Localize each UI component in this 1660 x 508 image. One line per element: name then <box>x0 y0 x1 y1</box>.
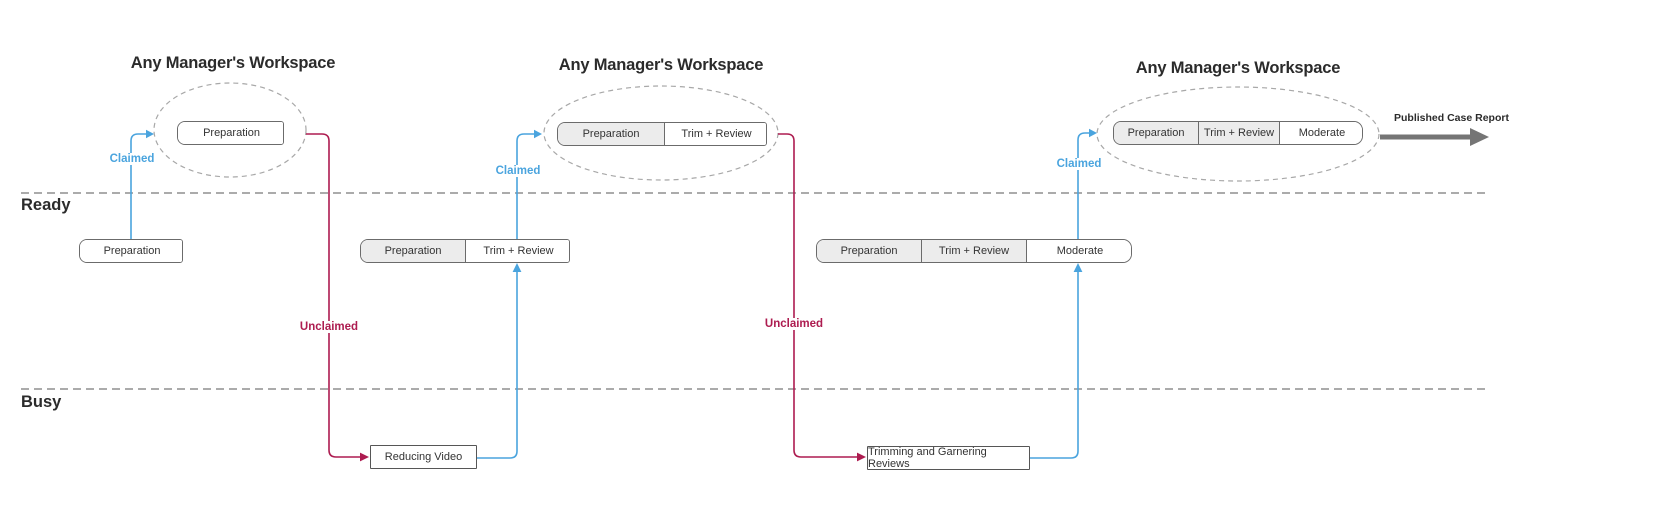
claimed-arrow-2 <box>516 129 542 239</box>
published-label: Published Case Report <box>1394 112 1509 124</box>
stage-moderate: Moderate <box>1026 240 1131 262</box>
workspace-3-stages: Preparation Trim + Review Moderate <box>1113 121 1363 145</box>
workspace-1-stages: Preparation <box>177 121 284 145</box>
workspace-1-ellipse <box>153 82 307 178</box>
stage-preparation: Preparation <box>1114 122 1198 144</box>
claimed-arrow-1 <box>130 129 154 239</box>
workspace-2-stages: Preparation Trim + Review <box>557 122 767 146</box>
task1-return-arrow <box>477 263 522 459</box>
stage-trim-review: Trim + Review <box>465 240 569 262</box>
stage-preparation: Preparation <box>361 240 465 262</box>
claimed-arrow-3 <box>1077 128 1097 239</box>
claimed-label-1: Claimed <box>106 153 158 165</box>
unclaimed-arrow-2 <box>778 133 866 462</box>
ready-case-2-stages: Preparation Trim + Review <box>360 239 570 263</box>
stage-preparation: Preparation <box>178 122 283 144</box>
claimed-label-3: Claimed <box>1053 158 1105 170</box>
workspace-2-title: Any Manager's Workspace <box>558 56 764 74</box>
stage-preparation: Preparation <box>817 240 921 262</box>
task-trimming-garnering-reviews: Trimming and Garnering Reviews <box>867 446 1030 470</box>
workspace-3-title: Any Manager's Workspace <box>1135 59 1341 77</box>
stage-preparation: Preparation <box>80 240 182 262</box>
stage-trim-review: Trim + Review <box>1198 122 1279 144</box>
unclaimed-arrow-1 <box>306 133 369 462</box>
unclaimed-label-2: Unclaimed <box>761 318 827 330</box>
stage-trim-review: Trim + Review <box>921 240 1026 262</box>
claimed-label-2: Claimed <box>492 165 544 177</box>
busy-lane-label: Busy <box>21 393 62 411</box>
stage-moderate: Moderate <box>1279 122 1362 144</box>
workspace-1-title: Any Manager's Workspace <box>130 54 336 72</box>
ready-lane-label: Ready <box>21 196 71 214</box>
published-arrow <box>1380 128 1489 146</box>
workspace-3-ellipse <box>1096 86 1380 182</box>
stage-trim-review: Trim + Review <box>664 123 766 145</box>
ready-case-1-stages: Preparation <box>79 239 183 263</box>
workspace-2-ellipse <box>543 85 779 181</box>
task2-return-arrow <box>1030 263 1083 459</box>
unclaimed-label-1: Unclaimed <box>296 321 362 333</box>
ready-case-3-stages: Preparation Trim + Review Moderate <box>816 239 1132 263</box>
stage-preparation: Preparation <box>558 123 664 145</box>
task-reducing-video: Reducing Video <box>370 445 477 469</box>
